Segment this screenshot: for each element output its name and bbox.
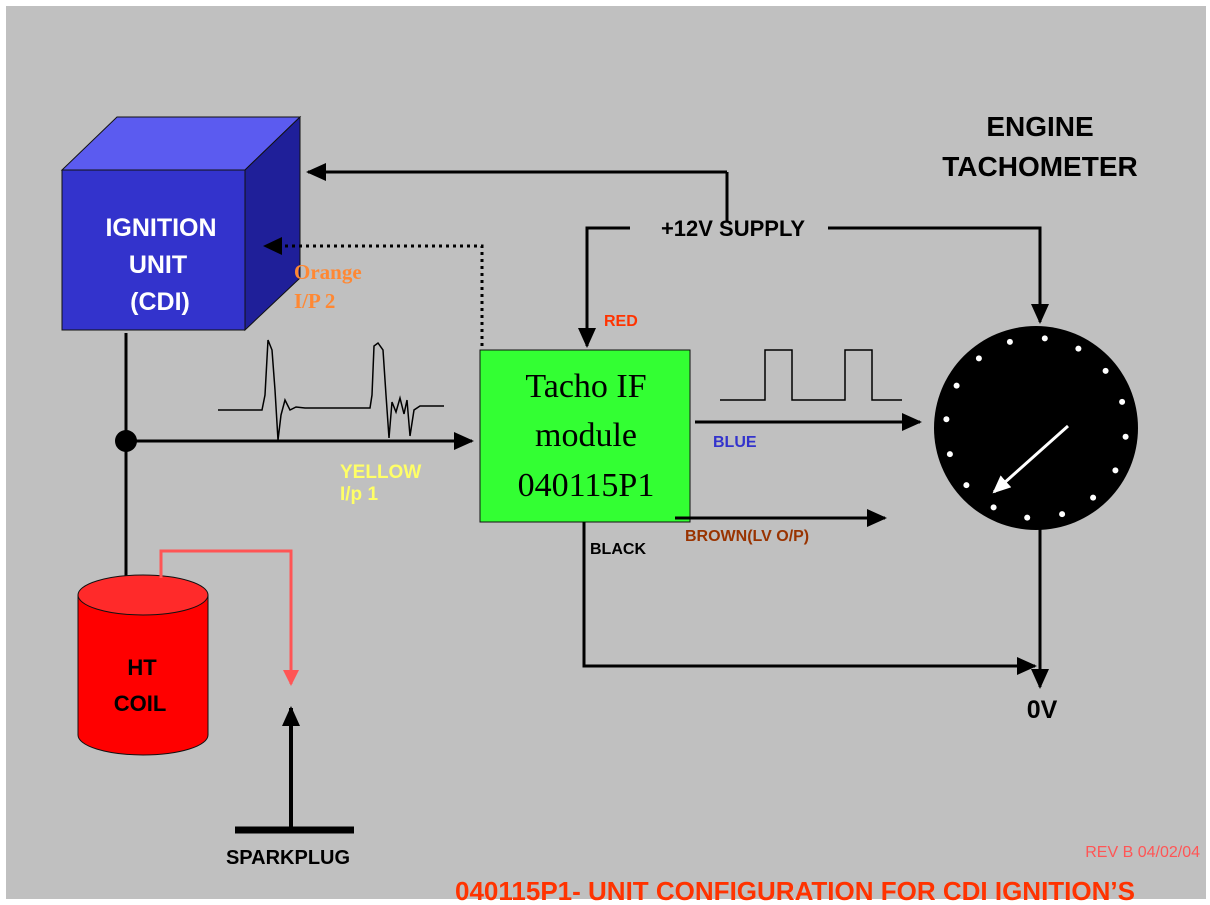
blue-wire-label: BLUE — [713, 434, 757, 451]
brown-wire-label: BROWN(LV O/P) — [685, 528, 809, 545]
supply-label: +12V SUPPLY — [661, 216, 805, 241]
orange-label-2: I/P 2 — [294, 289, 335, 313]
dial-tick — [975, 355, 982, 362]
dial-tick — [963, 482, 970, 489]
tachometer-dial — [934, 326, 1138, 530]
tacho-if-module: Tacho IF module 040115P1 — [479, 349, 691, 523]
cdi-output-wiring — [117, 333, 474, 600]
ignition-waveform — [218, 339, 444, 441]
dial-tick — [1090, 494, 1097, 501]
tacho-pulse-waveform — [720, 349, 902, 401]
ignition-unit-label-3: (CDI) — [130, 288, 190, 316]
dial-tick — [946, 451, 953, 458]
tachometer-title-1: ENGINE — [986, 111, 1093, 142]
dial-needle — [992, 424, 1069, 494]
dial-tick — [953, 382, 960, 389]
dial-tick — [1122, 433, 1129, 440]
orange-label-1: Orange — [294, 260, 362, 284]
dial-tick — [1059, 511, 1066, 518]
tacho-module-label-2: module — [535, 417, 637, 454]
ignition-unit-label-2: UNIT — [129, 251, 187, 279]
black-wire-label: BLACK — [590, 541, 646, 558]
dial-tick — [1075, 345, 1082, 352]
footer-title: 040115P1- UNIT CONFIGURATION FOR CDI IGN… — [455, 876, 1135, 905]
tacho-module-label-1: Tacho IF — [525, 368, 646, 405]
tacho-module-label-3: 040115P1 — [518, 467, 655, 504]
module-output-wiring — [582, 413, 1049, 689]
dial-tick — [990, 504, 997, 511]
ht-coil-label-2: COIL — [114, 691, 167, 716]
yellow-label-1: YELLOW — [340, 462, 421, 483]
ground-label: 0V — [1027, 696, 1058, 724]
sparkplug — [235, 706, 354, 834]
orange-input-wire — [263, 237, 484, 346]
yellow-label-2: I/p 1 — [340, 484, 378, 505]
dial-tick — [1112, 467, 1119, 474]
red-wire-label: RED — [604, 313, 638, 330]
sparkplug-label: SPARKPLUG — [226, 847, 350, 869]
dial-tick-marks — [943, 335, 1129, 521]
tachometer-title-2: TACHOMETER — [942, 151, 1137, 182]
dial-tick — [1041, 335, 1048, 342]
ignition-unit: IGNITION UNIT (CDI) — [60, 115, 302, 332]
dial-tick — [1024, 514, 1031, 521]
dial-tick — [1102, 367, 1109, 374]
revision-label: REV B 04/02/04 — [1085, 844, 1200, 861]
ignition-unit-label-1: IGNITION — [105, 214, 216, 242]
junction-dot — [115, 430, 137, 452]
dial-tick — [1006, 338, 1013, 345]
ht-lead — [159, 549, 299, 686]
dial-tick — [1119, 398, 1126, 405]
dial-tick — [943, 416, 950, 423]
ht-coil-label-1: HT — [127, 655, 157, 680]
ht-coil: HT COIL — [77, 574, 209, 756]
supply-wiring — [306, 163, 1049, 348]
